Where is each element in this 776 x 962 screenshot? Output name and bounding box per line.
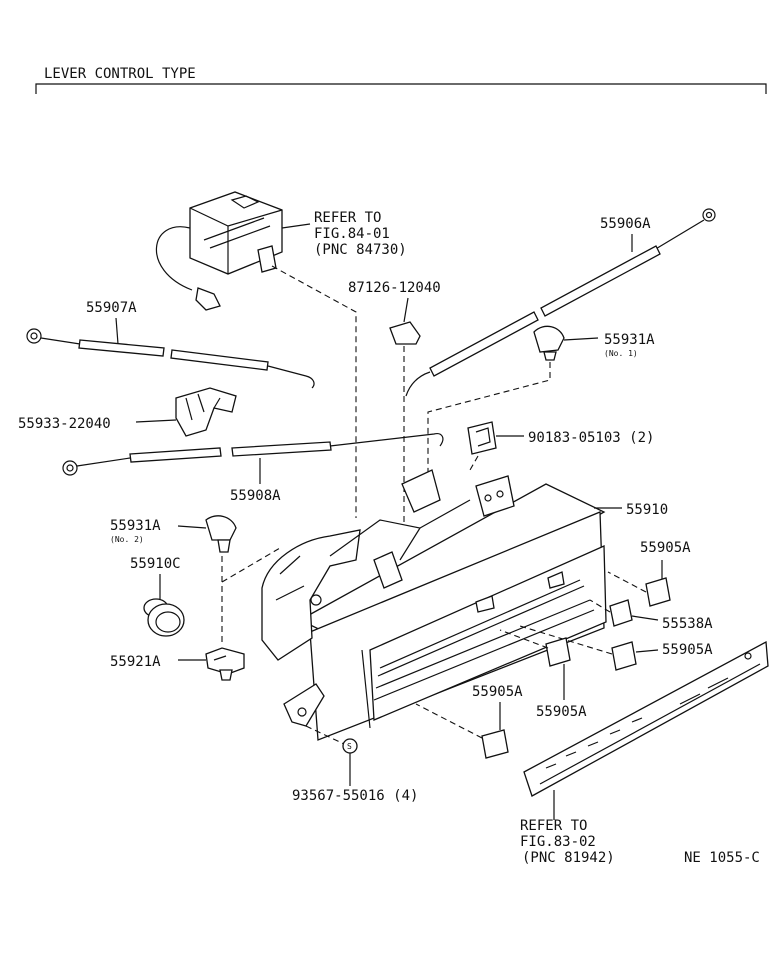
leader-55538a [631, 615, 659, 621]
callout-55931a-no1: 55931A [604, 332, 655, 348]
refer-84-line1: REFER TO [314, 210, 381, 226]
callout-55931a-no2-note: (No. 2) [110, 535, 144, 544]
leader-55905a-2 [635, 649, 659, 653]
callout-90183: 90183-05103 (2) [528, 430, 654, 446]
callout-93567: 93567-55016 (4) [292, 788, 418, 804]
knob-55538a-part [609, 599, 633, 627]
callout-55906a: 55906A [600, 216, 651, 232]
dash-knob-55905a-3 [499, 629, 549, 649]
knob-55905a-3-part [545, 637, 571, 667]
callout-55907a: 55907A [86, 300, 137, 316]
leader-55931a-no1 [563, 337, 599, 341]
dash-knob-55538a [589, 599, 611, 613]
link-55921a-part [205, 647, 245, 681]
callout-55905a-1: 55905A [640, 540, 691, 556]
callout-55931a-no2: 55931A [110, 518, 161, 534]
callout-55931a-no1-note: (No. 1) [604, 349, 638, 358]
refer-84-line2: FIG.84-01 [314, 226, 390, 242]
dash-screw [305, 725, 345, 745]
leader-55931a-no2 [177, 525, 207, 529]
figure-code: NE 1055-C [684, 850, 760, 866]
clip-90183-part [467, 421, 497, 455]
panel-plate-part [523, 640, 769, 797]
callout-55921a: 55921A [110, 654, 161, 670]
callout-55908a: 55908A [230, 488, 281, 504]
cable-55908a-part [62, 433, 444, 476]
callout-55910c: 55910C [130, 556, 181, 572]
mode-lever-55933-part [175, 387, 237, 437]
dash-knob-55905a-2 [519, 625, 613, 655]
leader-55933 [135, 419, 177, 423]
cable-55906a-part [405, 208, 716, 397]
control-unit-55910-part [261, 469, 607, 741]
screw-93567-part: S [342, 738, 358, 754]
dash-knob-55905a-1 [607, 571, 647, 593]
leader-refer-84 [281, 223, 311, 229]
diagram-title: LEVER CONTROL TYPE [44, 66, 196, 82]
callout-55538a: 55538A [662, 616, 713, 632]
clip-87126-part [389, 321, 421, 345]
cable-55907a-part [26, 328, 315, 389]
dash-switch-to-unit [271, 265, 357, 518]
blower-switch-part [155, 191, 283, 311]
knob-55905a-2-part [611, 641, 637, 671]
refer-83-line1: REFER TO [520, 818, 587, 834]
leader-87126 [403, 297, 409, 323]
knob-55910c-part [143, 598, 185, 637]
refer-84-line3: (PNC 84730) [314, 242, 407, 258]
dash-lever-no1 [427, 362, 551, 490]
leader-55907a [115, 317, 119, 345]
lever-55931a-no2-part [205, 515, 237, 553]
lever-55931a-no1-part [533, 325, 565, 361]
callout-55910: 55910 [626, 502, 668, 518]
callout-55905a-4: 55905A [472, 684, 523, 700]
callout-55933: 55933-22040 [18, 416, 111, 432]
title-rule [35, 83, 767, 94]
refer-83-line3: (PNC 81942) [522, 850, 615, 866]
callout-87126: 87126-12040 [348, 280, 441, 296]
callout-55905a-2: 55905A [662, 642, 713, 658]
callout-55905a-3: 55905A [536, 704, 587, 720]
refer-83-line2: FIG.83-02 [520, 834, 596, 850]
knob-55905a-4-part [481, 729, 509, 759]
dash-lever-no2-b [221, 547, 281, 583]
dash-clip-90183 [469, 455, 479, 471]
knob-55905a-1-part [645, 577, 671, 607]
dash-knob-55905a-4 [415, 703, 483, 739]
svg-text:S: S [347, 742, 352, 751]
